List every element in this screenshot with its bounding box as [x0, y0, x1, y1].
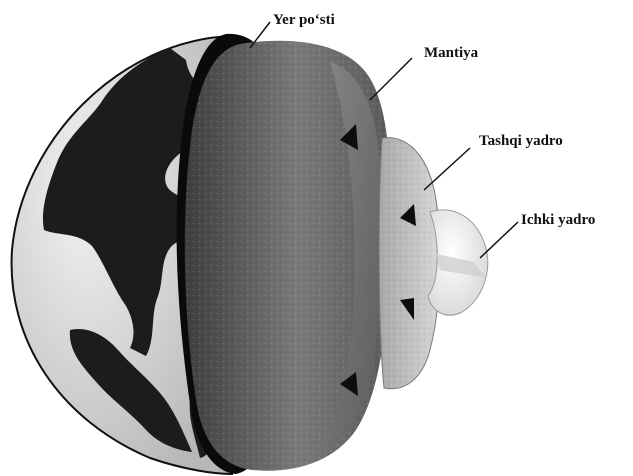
label-crust: Yer po‘sti: [273, 12, 335, 28]
leader-line-outer-core: [424, 148, 470, 190]
outer-core-texture: [379, 138, 440, 389]
label-mantle: Mantiya: [424, 45, 479, 61]
leader-line-mantle: [370, 58, 412, 100]
label-outer-core: Tashqi yadro: [479, 133, 563, 149]
label-inner-core: Ichki yadro: [521, 212, 595, 228]
leader-line-inner-core: [480, 222, 518, 258]
